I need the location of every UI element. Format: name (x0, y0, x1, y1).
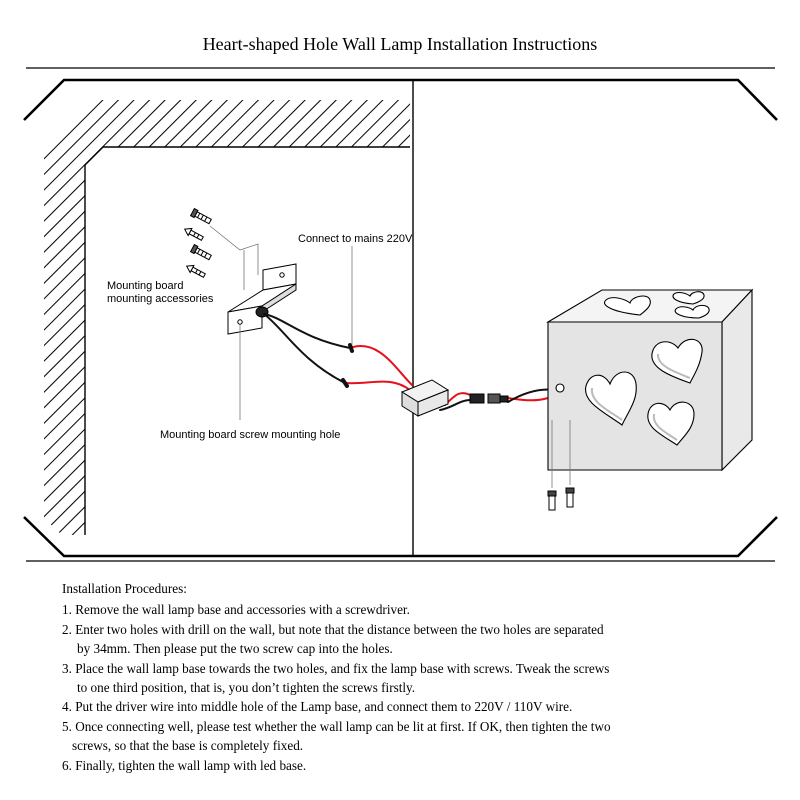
installation-procedures: Installation Procedures: 1. Remove the w… (62, 579, 782, 775)
label-accessories-line2: mounting accessories (107, 293, 214, 305)
step-5-line-2: screws, so that the base is completely f… (72, 738, 304, 754)
label-accessories-line1: Mounting board (107, 280, 183, 292)
room-outline (23, 78, 778, 558)
step-2-line-2: by 34mm. Then please put the two screw c… (77, 641, 393, 657)
step-5-line-1: 5. Once connecting well, please test whe… (62, 718, 611, 734)
label-mains: Connect to mains 220V (298, 233, 413, 245)
procedures-heading: Installation Procedures: (62, 581, 187, 596)
step-6: 6. Finally, tighten the wall lamp with l… (62, 756, 782, 775)
installation-diagram: Connect to mains 220V Mounting board mou… (23, 67, 778, 562)
step-1: 1. Remove the wall lamp base and accesso… (62, 600, 782, 619)
step-4-line-1: 4. Put the driver wire into middle hole … (62, 699, 573, 715)
step-2: 2. Enter two holes with drill on the wal… (62, 620, 782, 659)
label-screw-hole: Mounting board screw mounting hole (160, 429, 340, 441)
heart-hole-icon (585, 291, 710, 446)
step-5: 5. Once connecting well, please test whe… (62, 717, 782, 756)
step-3: 3. Place the wall lamp base towards the … (62, 659, 782, 698)
lamp-base-box (545, 288, 754, 472)
frame (26, 67, 775, 562)
plug-connector (469, 393, 509, 404)
wires (263, 313, 556, 411)
mounting-board (227, 263, 297, 335)
step-3-line-1: 3. Place the wall lamp base towards the … (62, 660, 610, 676)
driver-box (400, 379, 450, 417)
screw-icon (183, 207, 212, 279)
step-6-line-1: 6. Finally, tighten the wall lamp with l… (62, 757, 307, 773)
step-4: 4. Put the driver wire into middle hole … (62, 697, 782, 716)
step-2-line-1: 2. Enter two holes with drill on the wal… (62, 621, 604, 637)
lamp-screw-icon (547, 420, 575, 511)
step-1-line-1: 1. Remove the wall lamp base and accesso… (62, 602, 410, 618)
page-title: Heart-shaped Hole Wall Lamp Installation… (202, 34, 598, 54)
step-3-line-2: to one third position, that is, you don’… (77, 680, 416, 696)
accessory-guide-lines (209, 225, 259, 290)
